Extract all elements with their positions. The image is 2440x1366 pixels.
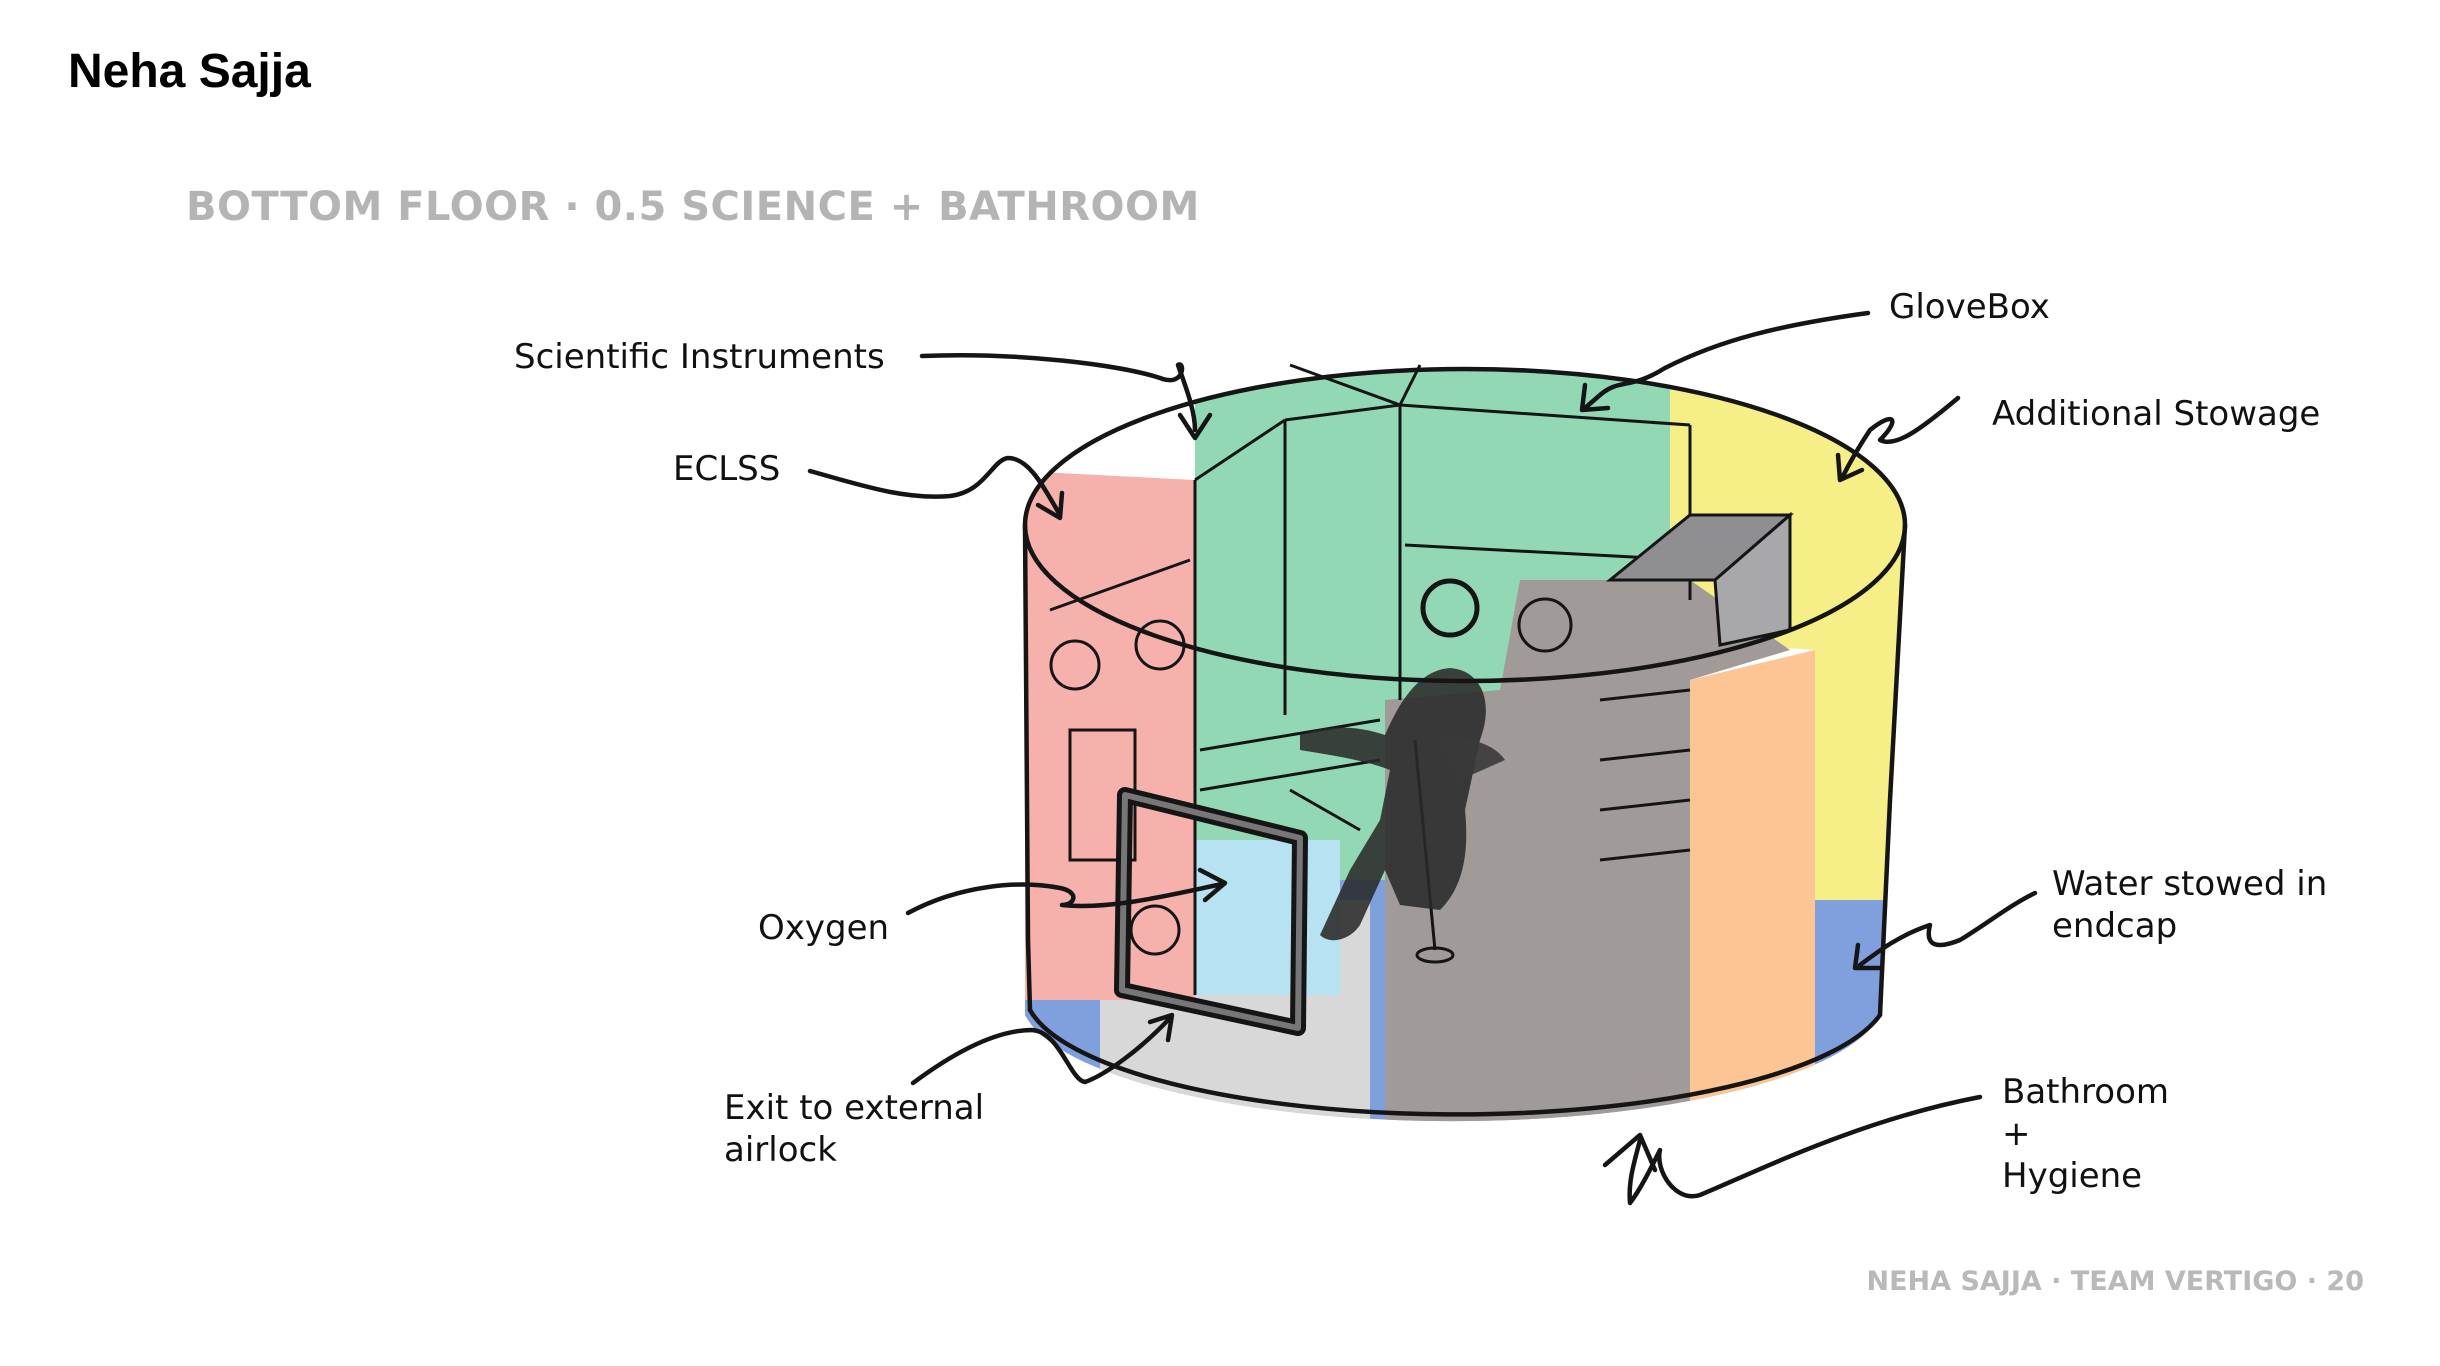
label-bathroom-line1: Bathroom bbox=[2002, 1072, 2169, 1112]
label-glovebox: GloveBox bbox=[1889, 287, 2050, 327]
label-exit-line1: Exit to external bbox=[724, 1088, 985, 1128]
author-name: Neha Sajja bbox=[68, 45, 311, 98]
footer-credit: NEHA SAJJA · TEAM VERTIGO · 20 bbox=[1866, 1266, 2364, 1297]
arrow-oxygen bbox=[905, 881, 1225, 916]
seated-astronaut-silhouette bbox=[1300, 668, 1505, 941]
arrow-exit-head bbox=[1147, 1012, 1175, 1043]
arrow-water bbox=[1857, 890, 2038, 968]
arrow-glovebox-head bbox=[1579, 382, 1611, 413]
label-additional-stowage: Additional Stowage bbox=[1992, 394, 2321, 434]
bathroom-accent-zone bbox=[1690, 650, 1815, 1122]
arrow-stowage-head bbox=[1835, 452, 1865, 483]
cylinder-outline bbox=[1022, 366, 1908, 1117]
label-exit-line2: airlock bbox=[724, 1130, 837, 1170]
arrow-scientific-instruments-head bbox=[1177, 412, 1213, 441]
eclss-zone bbox=[1025, 470, 1195, 1000]
oxygen-zone bbox=[1195, 840, 1340, 995]
label-bathroom-line2: + bbox=[2002, 1114, 2031, 1154]
label-bathroom-hygiene: Bathroom + Hygiene bbox=[2002, 1071, 2169, 1197]
arrow-eclss-head bbox=[1035, 490, 1065, 521]
callout-arrows bbox=[807, 310, 2038, 1206]
label-exit-airlock: Exit to external airlock bbox=[724, 1087, 984, 1171]
label-oxygen: Oxygen bbox=[758, 908, 890, 948]
label-water-line2: endcap bbox=[2052, 906, 2178, 946]
arrow-water-head bbox=[1852, 942, 1883, 971]
label-water-endcap: Water stowed in endcap bbox=[2052, 863, 2327, 947]
arrow-stowage bbox=[1839, 395, 1961, 481]
arrow-glovebox bbox=[1582, 310, 1871, 411]
stowage-cabinet bbox=[1605, 511, 1795, 647]
bathroom-zone bbox=[1385, 580, 1790, 1122]
arrow-scientific-instruments bbox=[919, 353, 1198, 433]
label-scientific-instruments: Scientific Instruments bbox=[514, 337, 885, 377]
stowage-zone bbox=[1670, 369, 1905, 900]
label-eclss: ECLSS bbox=[673, 449, 781, 489]
slide-title: BOTTOM FLOOR · 0.5 SCIENCE + BATHROOM bbox=[186, 184, 1200, 230]
arrow-oxygen-head bbox=[1197, 867, 1228, 903]
label-water-line1: Water stowed in bbox=[2052, 864, 2328, 904]
arrow-bathroom-head bbox=[1602, 1132, 1658, 1173]
arrow-eclss bbox=[807, 455, 1063, 518]
arrow-exit bbox=[910, 1015, 1173, 1086]
arrow-bathroom bbox=[1627, 1094, 1983, 1206]
label-bathroom-line3: Hygiene bbox=[2002, 1156, 2143, 1196]
